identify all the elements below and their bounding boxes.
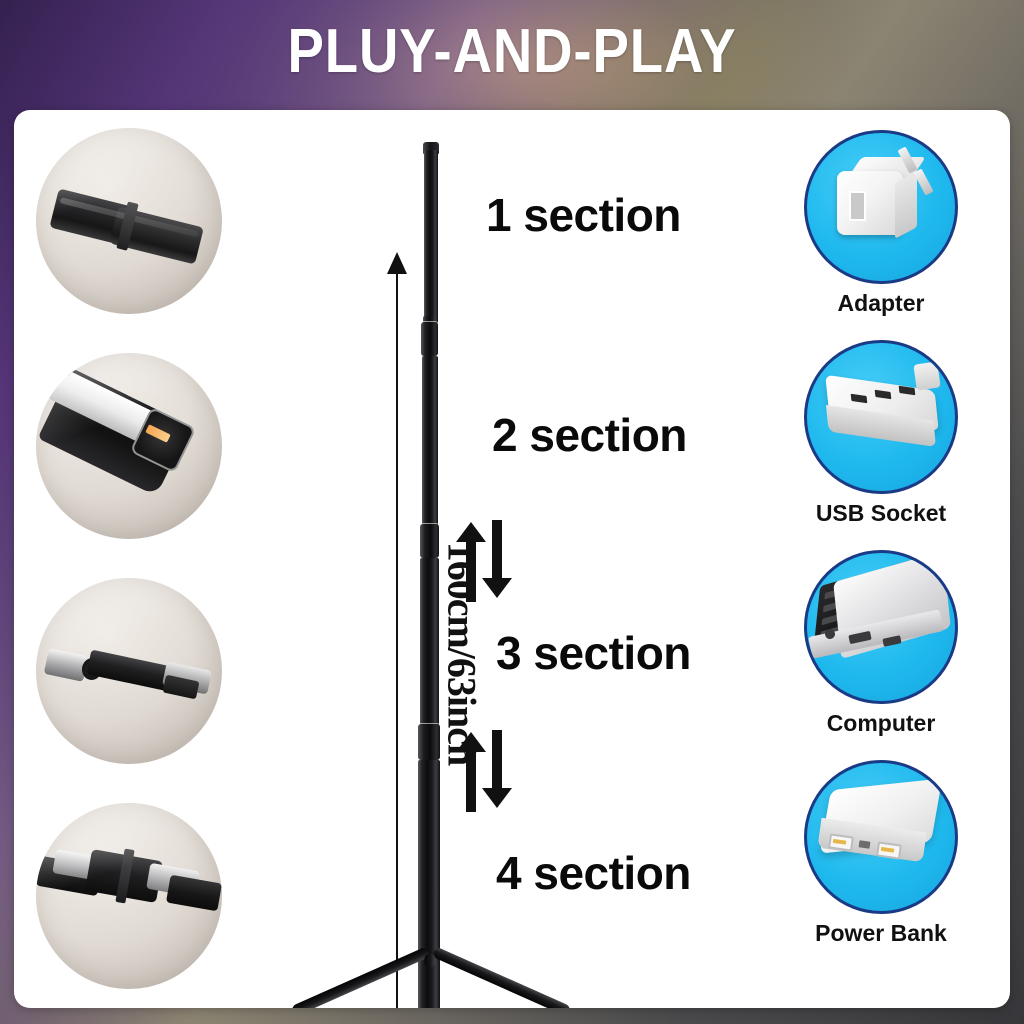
accessory-usb-socket: USB Socket bbox=[786, 340, 976, 527]
pole-joint-3 bbox=[418, 724, 440, 760]
pole-joint-illustration bbox=[49, 188, 204, 265]
segment-right bbox=[165, 874, 222, 912]
accessory-power-bank: Power Bank bbox=[786, 760, 976, 947]
detail-photo-pole-segments-connected bbox=[36, 803, 222, 989]
pole-joint-2 bbox=[420, 524, 439, 558]
power-bank-usb-port-1 bbox=[828, 833, 854, 852]
accessory-computer: Computer bbox=[786, 550, 976, 737]
usb-wall-adapter-icon bbox=[804, 130, 958, 284]
tripod-leg-front bbox=[424, 953, 436, 968]
section-label-3: 3 section bbox=[496, 627, 691, 679]
accessory-adapter: Adapter bbox=[786, 130, 976, 317]
power-bank-icon bbox=[804, 760, 958, 914]
usb-power-strip-icon bbox=[804, 340, 958, 494]
socket-plug-end bbox=[913, 361, 941, 391]
accessory-label-power-bank: Power Bank bbox=[815, 920, 947, 946]
page-title: PLUY-AND-PLAY bbox=[287, 17, 737, 86]
laptop-icon bbox=[804, 550, 958, 704]
segment-black-middle bbox=[86, 649, 174, 692]
adapter-body bbox=[837, 171, 903, 235]
accessory-label-adapter: Adapter bbox=[837, 290, 925, 316]
pole-section-4 bbox=[418, 760, 440, 1008]
detail-photo-led-channel-cross-section bbox=[36, 353, 222, 539]
power-bank-micro-port bbox=[858, 840, 871, 849]
up-down-arrows-icon-1 bbox=[452, 516, 522, 602]
section-label-4: 4 section bbox=[496, 847, 691, 899]
adapter-usb-port bbox=[849, 191, 866, 221]
led-channel-illustration bbox=[37, 359, 216, 533]
tripod-leg-left bbox=[290, 946, 431, 1008]
power-bank-usb-port-2 bbox=[876, 841, 902, 860]
accessory-label-usb-socket: USB Socket bbox=[815, 500, 947, 526]
detail-photo-pole-joint-closeup bbox=[36, 128, 222, 314]
detail-photo-pole-segments-disassembled bbox=[36, 578, 222, 764]
section-label-2: 2 section bbox=[492, 409, 687, 461]
pole-taper-1 bbox=[423, 316, 438, 324]
adapter-side-face bbox=[895, 171, 917, 239]
section-label-1: 1 section bbox=[486, 189, 681, 241]
pole-section-2 bbox=[422, 356, 438, 528]
pole-section-1 bbox=[424, 150, 438, 320]
pole-joint-1 bbox=[421, 322, 438, 356]
pole-section-3 bbox=[420, 558, 439, 728]
dimension-line bbox=[396, 256, 398, 1008]
up-down-arrows-icon-2 bbox=[452, 726, 522, 812]
content-card: 160cm/63inch bbox=[14, 110, 1010, 1008]
tripod-leg-right bbox=[431, 946, 572, 1008]
accessory-label-computer: Computer bbox=[826, 710, 936, 736]
